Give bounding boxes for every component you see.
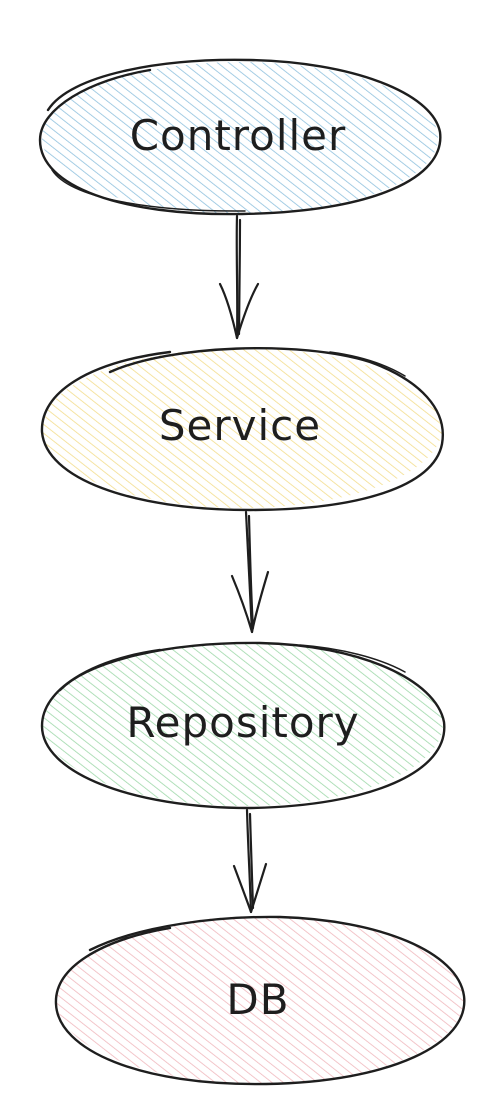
arrow-service-to-repository: [230, 510, 270, 634]
controller-outline-stroke2: [51, 169, 246, 212]
repository-label: Repository: [126, 698, 359, 747]
node-service: Service: [40, 347, 444, 512]
repository-fill: [43, 642, 443, 806]
service-fill: [42, 348, 442, 508]
arrow-shaft: [245, 808, 253, 914]
repository-outline-stroke2: [299, 644, 406, 673]
arrow-shaft-stroke2: [247, 514, 255, 630]
repository-outline: [40, 641, 446, 810]
node-repository: Repository: [40, 641, 446, 810]
node-db: DB: [54, 915, 466, 1086]
arrow-shaft-stroke2: [237, 218, 242, 336]
arrow-shaft: [244, 510, 254, 634]
arrow-shaft: [235, 214, 239, 340]
arrow-shaft-stroke2: [248, 812, 255, 910]
db-outline: [54, 915, 466, 1086]
db-label: DB: [226, 975, 289, 1024]
service-outline: [40, 347, 444, 512]
arrow-head: [232, 862, 268, 914]
controller-fill: [42, 62, 438, 214]
service-outline-stroke2: [329, 351, 406, 377]
db-fill: [56, 916, 464, 1084]
arrow-repository-to-db: [232, 808, 268, 914]
arrow-head: [218, 282, 260, 340]
arrow-head: [230, 570, 270, 634]
controller-outline: [38, 58, 442, 216]
node-controller: Controller: [38, 58, 442, 216]
service-label: Service: [159, 401, 321, 450]
arrow-controller-to-service: [218, 214, 260, 340]
controller-label: Controller: [130, 111, 347, 160]
